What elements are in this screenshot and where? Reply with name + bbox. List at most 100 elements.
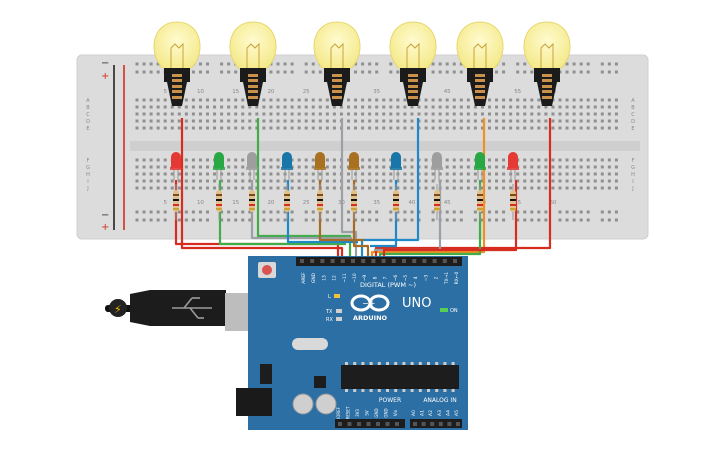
hole [325, 119, 329, 123]
hole [191, 158, 195, 162]
hole [283, 112, 287, 116]
hole [163, 119, 167, 123]
power-pin[interactable] [395, 422, 399, 426]
digital-pin[interactable] [310, 259, 315, 263]
hole [332, 112, 336, 116]
analog-pin[interactable] [421, 422, 426, 426]
chip-pin [386, 389, 389, 392]
hole [361, 179, 365, 183]
hole [156, 158, 160, 162]
power-pin[interactable] [338, 422, 342, 426]
hole [424, 98, 428, 102]
light-bulb[interactable] [153, 21, 201, 106]
digital-pin[interactable] [412, 259, 417, 263]
digital-pin[interactable] [442, 259, 447, 263]
hole [234, 105, 238, 109]
hole [558, 172, 562, 176]
pin-label: TX→1 [444, 272, 450, 285]
hole [170, 112, 174, 116]
rail-hole [262, 218, 266, 222]
led-blue[interactable] [391, 152, 401, 168]
rail-hole [607, 70, 611, 74]
hole [184, 165, 188, 169]
hole [614, 98, 618, 102]
bulb-filament [406, 42, 420, 68]
analog-pin[interactable] [438, 422, 443, 426]
digital-pin[interactable] [391, 259, 396, 263]
wire[interactable] [180, 118, 344, 262]
digital-pin[interactable] [422, 259, 427, 263]
label-RX: RX [326, 317, 333, 323]
chip-pin [443, 362, 447, 365]
wire[interactable] [256, 118, 352, 262]
rail-hole [184, 210, 188, 214]
digital-pin[interactable] [320, 259, 325, 263]
hole [502, 172, 506, 176]
power-pin[interactable] [366, 422, 371, 426]
led-gray[interactable] [247, 152, 257, 168]
digital-pin[interactable] [402, 259, 406, 263]
power-pin[interactable] [347, 422, 352, 426]
light-bulb[interactable] [229, 21, 277, 106]
analog-pin[interactable] [430, 422, 435, 426]
led-green[interactable] [214, 152, 224, 168]
rail-hole [347, 210, 350, 214]
pin-label: RX←0 [454, 272, 460, 285]
digital-pin[interactable] [371, 259, 376, 263]
digital-pin[interactable] [340, 259, 345, 263]
digital-pin[interactable] [381, 259, 386, 263]
rail-hole [198, 210, 202, 214]
wire[interactable] [360, 118, 420, 262]
resistor-band [284, 194, 290, 196]
power-label: POWER [379, 397, 401, 404]
led-brown[interactable] [315, 152, 325, 168]
hole [170, 172, 174, 176]
rail-hole [459, 70, 463, 74]
hole [537, 158, 541, 162]
hole [502, 98, 506, 102]
digital-pin[interactable] [330, 259, 335, 263]
hole [290, 186, 294, 190]
analog-pin[interactable] [413, 422, 417, 426]
digital-pin[interactable] [300, 259, 304, 263]
light-bulb[interactable] [456, 21, 504, 106]
power-pin[interactable] [357, 422, 361, 426]
hole [607, 179, 611, 183]
hole [163, 172, 167, 176]
analog-pin[interactable] [456, 422, 460, 426]
digital-pin[interactable] [453, 259, 457, 263]
bulb-thread [542, 90, 552, 93]
hole [495, 179, 499, 183]
hole [347, 179, 350, 183]
rail-hole [614, 62, 618, 66]
light-bulb[interactable] [313, 21, 361, 106]
hole [339, 105, 343, 109]
pin-label: 12 [332, 275, 338, 281]
power-pin[interactable] [385, 422, 390, 426]
digital-pin[interactable] [361, 259, 366, 263]
led-blue[interactable] [282, 152, 292, 168]
power-pin[interactable] [376, 422, 380, 426]
hole [614, 172, 618, 176]
led-red[interactable] [171, 152, 181, 168]
hole [375, 186, 379, 190]
hole [382, 105, 386, 109]
analog-pin[interactable] [447, 422, 452, 426]
hole [227, 126, 231, 130]
hole [149, 172, 153, 176]
digital-pin[interactable] [432, 259, 437, 263]
hole [269, 112, 273, 116]
hole [241, 126, 245, 130]
light-bulb[interactable] [523, 21, 571, 106]
digital-pin[interactable] [351, 259, 355, 263]
led-gray[interactable] [432, 152, 442, 168]
led-red[interactable] [508, 152, 518, 168]
hole [220, 179, 224, 183]
crystal [292, 338, 328, 350]
led-brown[interactable] [349, 152, 359, 168]
led-green[interactable] [475, 152, 485, 168]
reset-button-cap[interactable] [262, 265, 272, 275]
light-bulb[interactable] [389, 21, 437, 106]
wire[interactable] [374, 118, 552, 262]
